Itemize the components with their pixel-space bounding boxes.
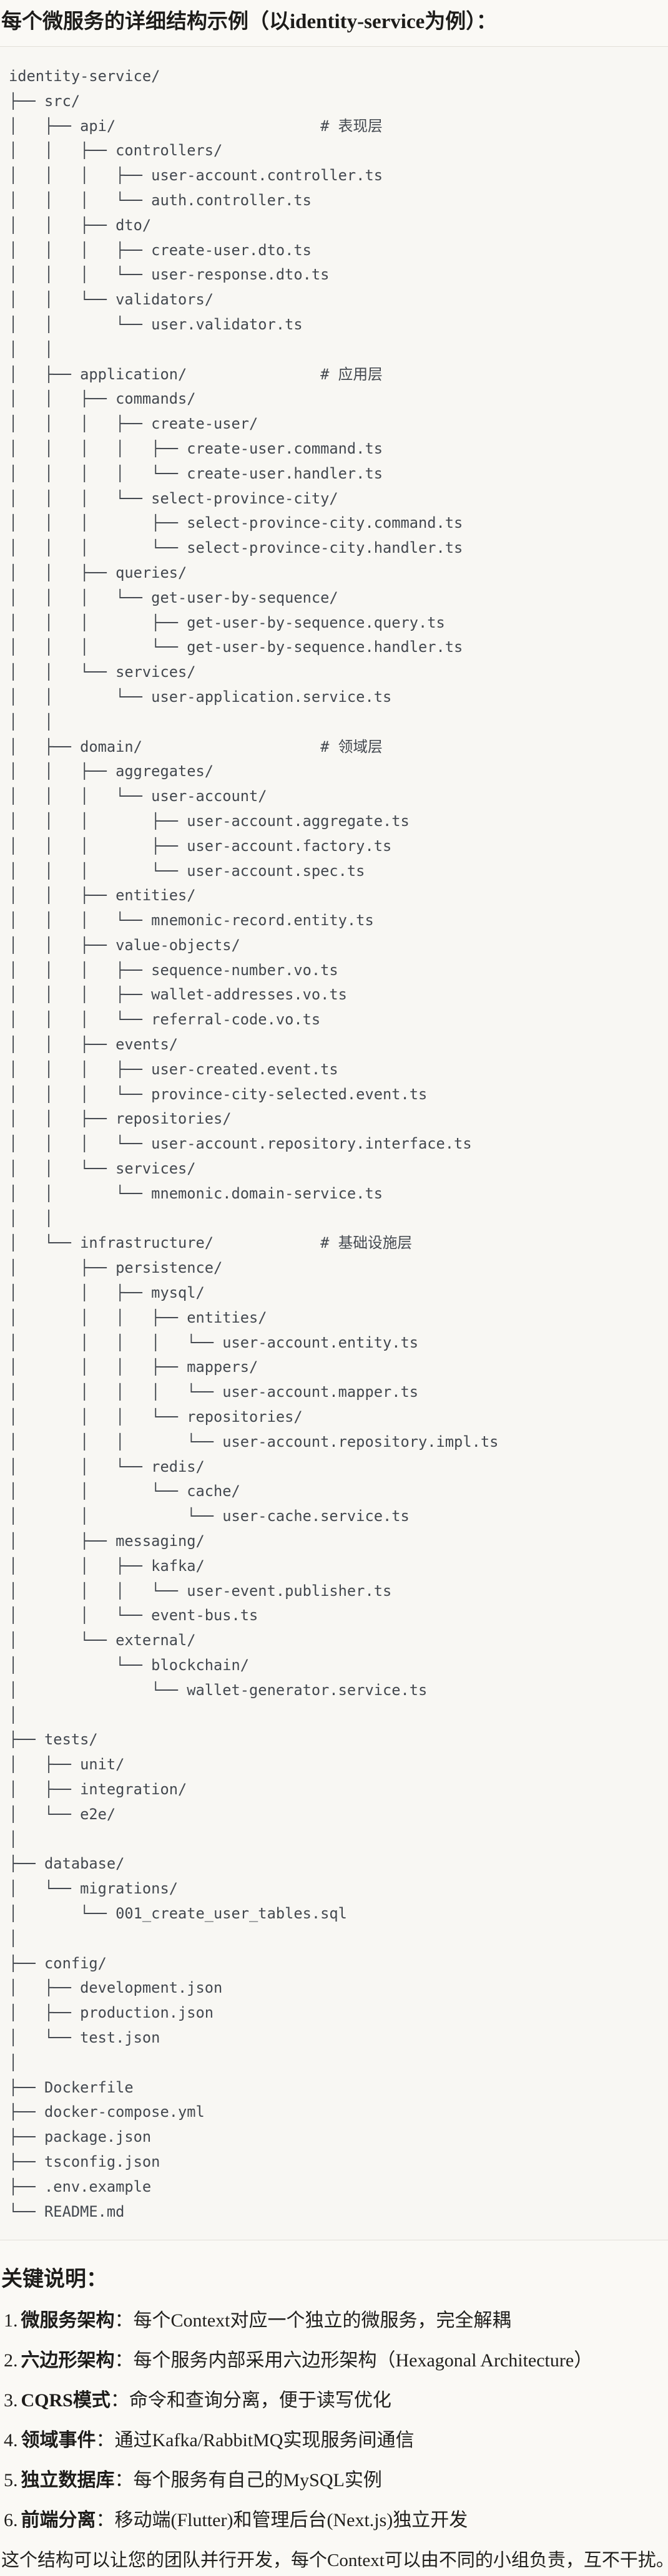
note-number: 3. [4, 2390, 18, 2411]
note-label: 领域事件 [21, 2430, 96, 2451]
note-text: ：命令和查询分离，便于读写优化 [110, 2390, 391, 2411]
note-number: 5. [4, 2470, 18, 2491]
note-item: 3.CQRS模式：命令和查询分离，便于读写优化 [4, 2388, 668, 2413]
code-block: identity-service/ ├── src/ │ ├── api/ # … [0, 46, 668, 2241]
note-text: ：通过Kafka/RabbitMQ实现服务间通信 [96, 2430, 415, 2451]
note-item: 1.微服务架构：每个Context对应一个独立的微服务，完全解耦 [4, 2308, 668, 2333]
note-item: 4.领域事件：通过Kafka/RabbitMQ实现服务间通信 [4, 2428, 668, 2453]
note-label: 六边形架构 [21, 2350, 115, 2371]
note-number: 6. [4, 2510, 18, 2531]
page-title: 每个微服务的详细结构示例（以identity-service为例）： [1, 11, 497, 33]
note-item: 5.独立数据库：每个服务有自己的MySQL实例 [4, 2468, 668, 2493]
note-label: 微服务架构 [21, 2310, 115, 2331]
note-label: CQRS模式 [21, 2390, 111, 2411]
note-number: 2. [4, 2350, 18, 2371]
note-item: 6.前端分离：移动端(Flutter)和管理后台(Next.js)独立开发 [4, 2508, 668, 2533]
note-text: ：每个服务内部采用六边形架构（Hexagonal Architecture） [114, 2350, 593, 2371]
note-text: ：每个Context对应一个独立的微服务，完全解耦 [114, 2310, 511, 2331]
closing-paragraph: 这个结构可以让您的团队并行开发，每个Context可以由不同的小组负责，互不干扰… [1, 2550, 668, 2571]
note-label: 前端分离 [21, 2510, 96, 2531]
note-number: 4. [4, 2430, 18, 2451]
note-text: ：每个服务有自己的MySQL实例 [114, 2470, 382, 2491]
directory-tree: identity-service/ ├── src/ │ ├── api/ # … [9, 67, 499, 2220]
note-number: 1. [4, 2310, 18, 2331]
note-item: 2.六边形架构：每个服务内部采用六边形架构（Hexagonal Architec… [4, 2348, 668, 2373]
note-label: 独立数据库 [21, 2470, 115, 2491]
note-text: ：移动端(Flutter)和管理后台(Next.js)独立开发 [96, 2510, 468, 2531]
notes-heading: 关键说明： [1, 2268, 107, 2292]
